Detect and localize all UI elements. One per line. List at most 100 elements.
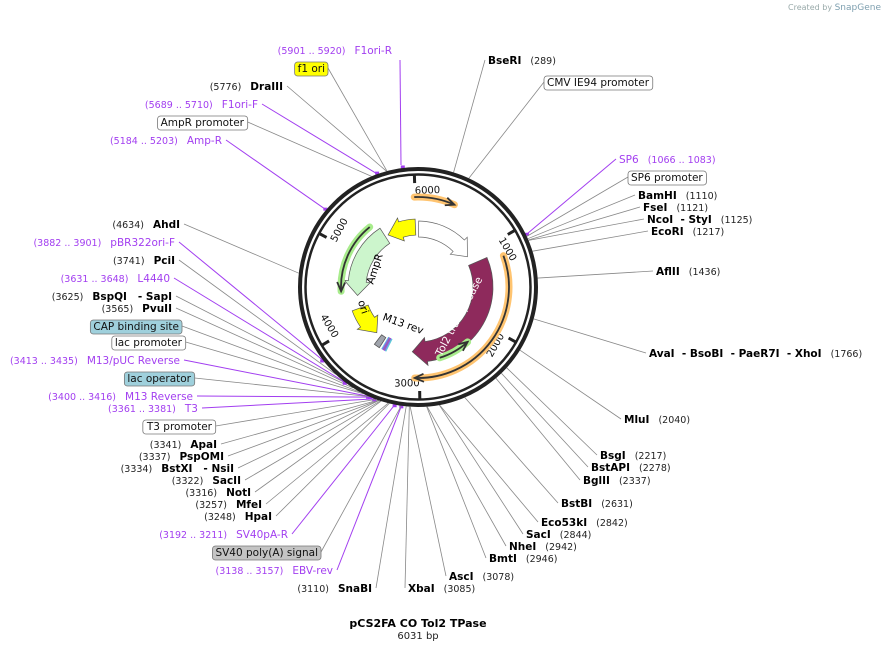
primer-label[interactable]: (3882 .. 3901) pBR322ori-F (33, 237, 175, 249)
enzyme-site-label[interactable]: (3316)NotI (185, 487, 251, 499)
enzyme-site-label[interactable]: EcoRI(1217) (651, 226, 724, 238)
primer-label[interactable]: (5901 .. 5920)F1ori-R (278, 45, 392, 57)
primer-label[interactable]: (5689 .. 5710)F1ori-F (145, 99, 258, 111)
enzyme-site-label-name: PspOMI (179, 451, 224, 463)
label-line (225, 139, 327, 211)
feature-label[interactable]: f1 ori (294, 61, 329, 77)
enzyme-site-label[interactable]: (4634)AhdI (112, 219, 180, 231)
enzyme-site-label[interactable]: Eco53kI(2842) (541, 517, 628, 529)
feature-label-box (89, 319, 183, 335)
primer-label-position: (3882 .. 3901) (33, 238, 101, 249)
enzyme-site-label-position: (3085) (444, 584, 476, 595)
enzyme-site-label[interactable]: BglII(2337) (583, 475, 651, 487)
primer-label-position: (3400 .. 3416) (48, 392, 116, 403)
feature-m13-rev[interactable] (373, 334, 387, 349)
feature-label[interactable]: SP6 promoter (627, 170, 707, 186)
feature-label[interactable]: CMV IE94 promoter (543, 75, 654, 91)
primer-label[interactable]: (3400 .. 3416)M13 Reverse (48, 391, 193, 403)
enzyme-site-label[interactable]: BsgI(2217) (600, 450, 666, 462)
label-line (244, 400, 381, 481)
enzyme-site-label[interactable]: (3257)MfeI (195, 499, 262, 511)
enzyme-site-label[interactable]: (5776)DraIII (210, 81, 283, 93)
enzyme-site-label-name: MfeI (236, 499, 262, 511)
enzyme-site-label[interactable]: BstAPI(2278) (591, 462, 671, 474)
enzyme-site-label[interactable]: BstBI(2631) (561, 498, 633, 510)
enzyme-site-label-position: (5776) (210, 82, 242, 93)
label-line (468, 81, 545, 179)
plasmid-length: 6031 bp (397, 631, 438, 642)
primer-label-position: (3631 .. 3648) (61, 274, 129, 285)
enzyme-site-label[interactable]: AvaI - BsoBI - PaeR7I - XhoI(1766) (649, 348, 862, 360)
enzyme-site-label[interactable]: (3341)ApaI (150, 439, 217, 451)
enzyme-site-label-name: NheI (509, 541, 536, 553)
enzyme-site-label[interactable]: BmtI(2946) (489, 553, 557, 565)
enzyme-site-label[interactable]: NcoI - StyI(1125) (647, 214, 752, 226)
feature-label-text: lac promoter (115, 337, 183, 349)
feature-label-box (123, 371, 196, 387)
primer-label-name: pBR322ori-F (110, 237, 175, 249)
label-line (453, 59, 486, 173)
enzyme-site-label-name: SacII (212, 475, 241, 487)
enzyme-site-label[interactable]: FseI(1121) (643, 202, 708, 214)
primer-label[interactable]: (3413 .. 3435)M13/pUC Reverse (10, 355, 180, 367)
enzyme-site-label-name: SacI (526, 529, 551, 541)
primer-label[interactable]: (3631 .. 3648)L4440 (61, 273, 170, 285)
enzyme-site-label[interactable]: (3334)BstXI - NsiI (121, 463, 234, 475)
enzyme-site-label[interactable]: (3248)HpaI (204, 511, 272, 523)
enzyme-site-label[interactable]: (3322)SacII (172, 475, 241, 487)
enzyme-site-label[interactable]: (3741)PciI (113, 255, 175, 267)
feature-name: ori (355, 299, 371, 316)
tick-mark (507, 336, 518, 344)
feature-tol2-transposase[interactable] (411, 257, 494, 367)
tick-mark (320, 339, 330, 347)
orf-arrow[interactable] (340, 226, 371, 292)
enzyme-site-label-name: NotI (226, 487, 251, 499)
primer-label[interactable]: (3361 .. 3381)T3 (108, 403, 198, 415)
primer-mark (323, 207, 328, 211)
feature-label[interactable]: lac promoter (111, 335, 187, 351)
enzyme-site-label[interactable]: NheI(2942) (509, 541, 577, 553)
feature-label[interactable]: AmpR promoter (157, 115, 249, 131)
feature-f1-ori[interactable] (387, 217, 417, 242)
label-line (254, 400, 382, 493)
enzyme-site-label[interactable]: (3337)PspOMI (139, 451, 224, 463)
enzyme-site-label-position: (3341) (150, 440, 182, 451)
feature-label-text: SV40 poly(A) signal (215, 547, 318, 559)
enzyme-site-label[interactable]: (3565)PvuII (102, 303, 172, 315)
label-line (528, 218, 645, 241)
enzyme-site-label-position: (3625) (52, 292, 84, 303)
enzyme-site-label[interactable]: MluI(2040) (624, 414, 690, 426)
feature-label[interactable]: CAP binding site (89, 319, 183, 335)
label-line (404, 406, 410, 589)
orf-arrow-head (336, 281, 346, 294)
orf-arrow[interactable] (414, 255, 510, 379)
label-line (525, 158, 617, 236)
feature-label-box (294, 61, 329, 77)
primer-label[interactable]: (3192 .. 3211)SV40pA-R (159, 529, 288, 541)
enzyme-site-label-name: AhdI (153, 219, 180, 231)
label-line (527, 194, 636, 240)
enzyme-site-label[interactable]: (3625)BspQI - SapI (52, 291, 172, 303)
enzyme-site-label[interactable]: SacI (2844) (526, 529, 591, 541)
feature-cmv-ie94-promoter[interactable] (418, 220, 468, 258)
enzyme-site-label[interactable]: (3110)SnaBI (297, 583, 372, 595)
feature-ampr[interactable] (343, 227, 391, 296)
enzyme-site-label[interactable]: AflII(1436) (656, 266, 720, 278)
enzyme-site-label-position: (2278) (639, 463, 671, 474)
enzyme-site-label[interactable]: BamHI(1110) (638, 190, 717, 202)
feature-label[interactable]: SV40 poly(A) signal (212, 545, 322, 561)
feature-label[interactable]: lac operator (123, 371, 196, 387)
enzyme-site-label[interactable]: XbaI(3085) (408, 583, 475, 595)
enzyme-site-label-name: BglII (583, 475, 610, 487)
enzyme-site-label-position: (3078) (483, 572, 515, 583)
primer-label[interactable]: SP6(1066 .. 1083) (619, 154, 716, 166)
primer-label[interactable]: (3138 .. 3157)EBV-rev (216, 565, 334, 577)
enzyme-site-label[interactable]: BseRI(289) (488, 55, 556, 67)
enzyme-site-label-position: (2844) (560, 530, 592, 541)
primer-label-position: (3138 .. 3157) (216, 566, 284, 577)
feature-label[interactable]: T3 promoter (142, 419, 217, 435)
enzyme-site-label[interactable]: AscI(3078) (449, 571, 514, 583)
primer-label[interactable]: (5184 .. 5203)Amp-R (110, 135, 222, 147)
feature-ori[interactable] (351, 304, 379, 334)
label-line (185, 341, 364, 395)
